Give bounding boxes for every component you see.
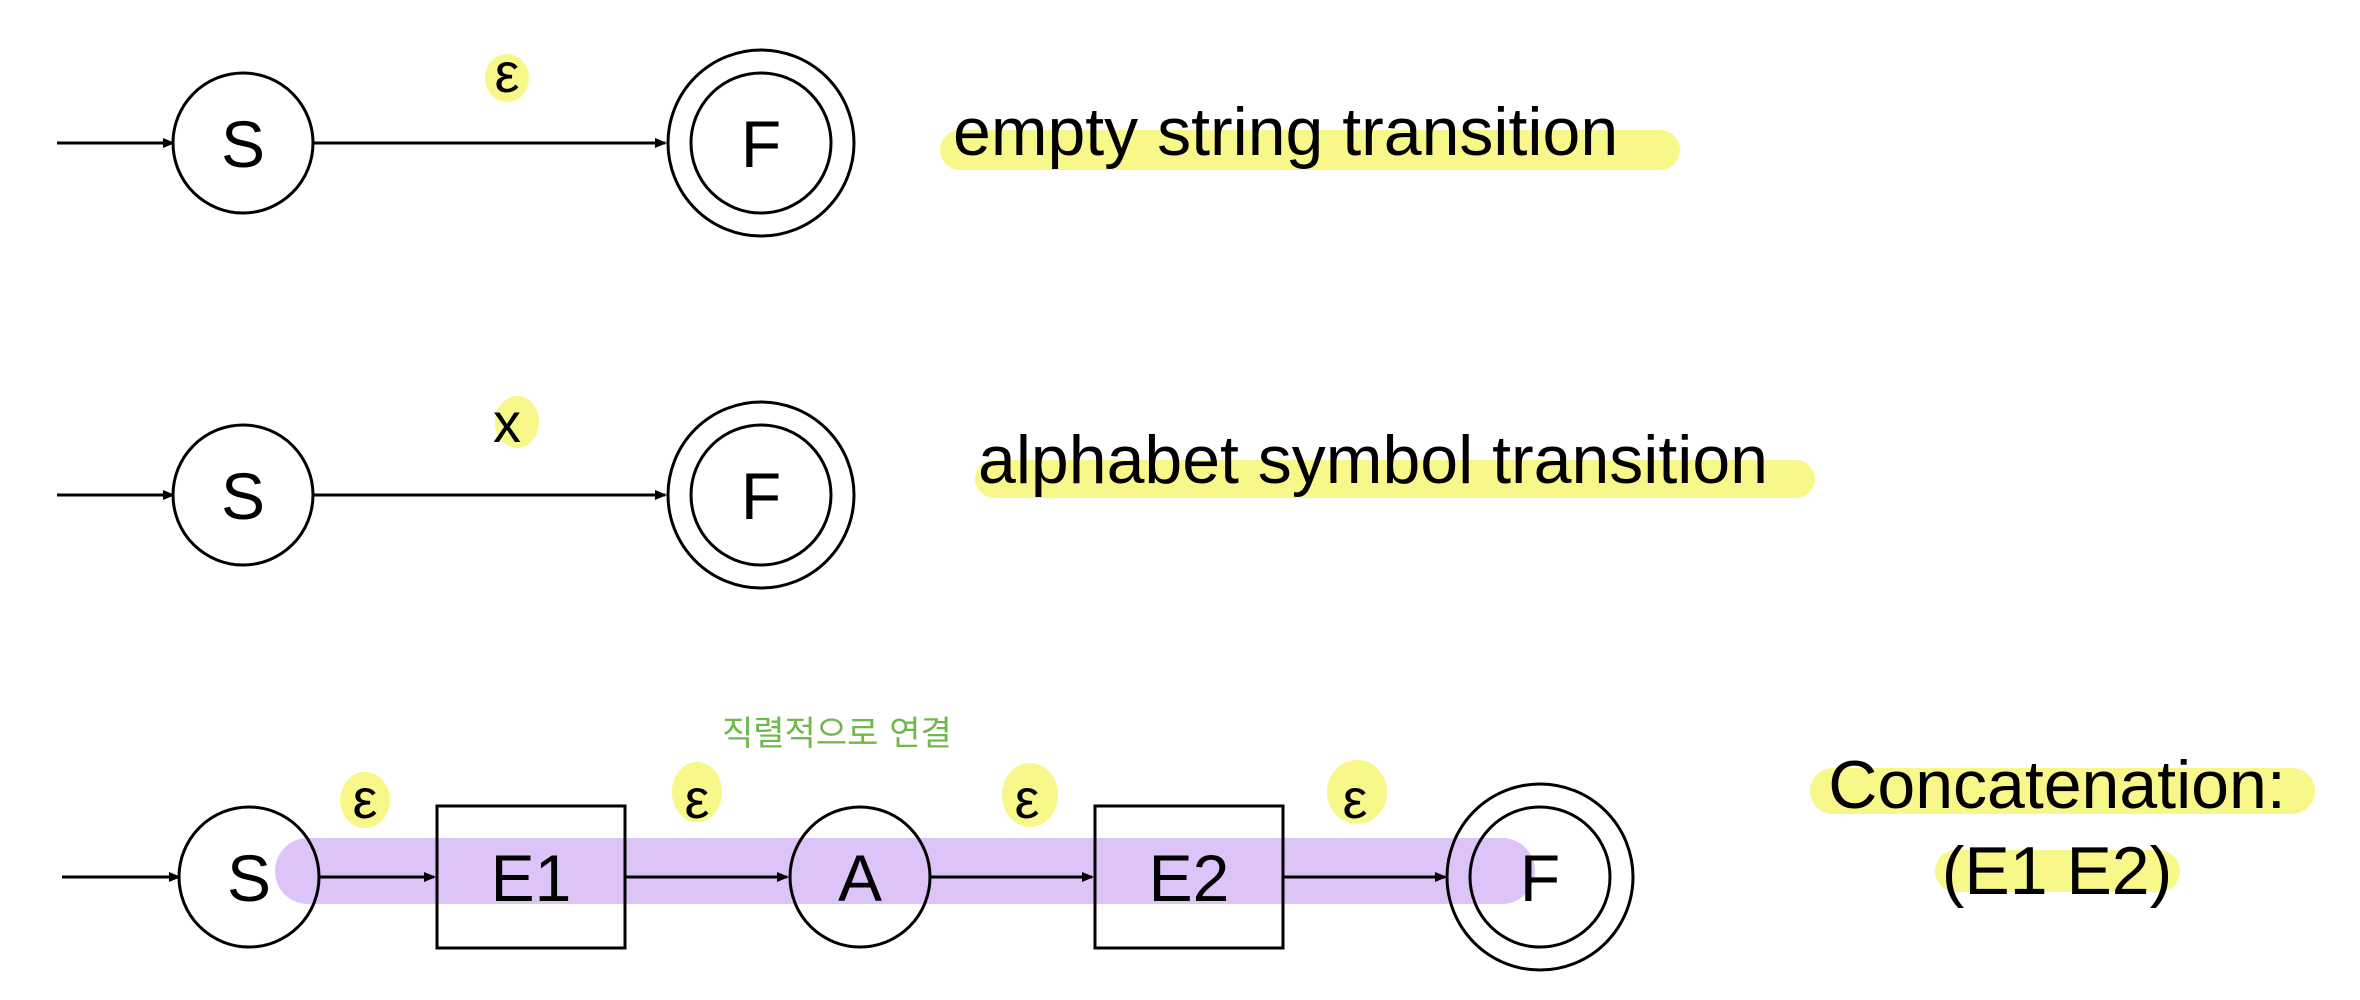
final-state-inner (1468, 805, 1612, 949)
row-empty-string-transition: S ε F empty string transition (57, 41, 1680, 238)
final-state-outer (666, 400, 856, 590)
start-state-label: S (221, 107, 265, 181)
e2-label: E2 (1149, 841, 1230, 915)
edge-label-2: ε (685, 767, 710, 830)
final-state-label: F (741, 459, 781, 533)
description-highlight (940, 130, 1680, 170)
edge-label-3: ε (1015, 767, 1040, 830)
e1-label: E1 (491, 841, 572, 915)
edge-label-1: ε (353, 767, 378, 830)
description: empty string transition (953, 94, 1618, 170)
description-highlight-2 (1935, 850, 2180, 892)
start-state-label: S (221, 459, 265, 533)
final-state-outer (1445, 782, 1635, 972)
mid-state-label: A (838, 841, 882, 915)
edge-label: x (493, 391, 521, 454)
description-highlight-1 (1810, 768, 2315, 814)
final-state-inner (689, 71, 833, 215)
final-state-outer (666, 48, 856, 238)
row-concatenation: 직렬적으로 연결 S ε E1 ε A ε E2 ε F Concatenati… (62, 714, 2315, 972)
edge-label-highlight-4 (1327, 760, 1387, 824)
edge-label-highlight (485, 54, 529, 102)
edge-label-4: ε (1343, 767, 1368, 830)
final-state-inner (689, 423, 833, 567)
edge-label-highlight-2 (672, 762, 722, 822)
description-highlight (975, 460, 1815, 498)
handwritten-note: 직렬적으로 연결 (722, 714, 952, 754)
edge-label: ε (495, 41, 520, 104)
edge-label-highlight-1 (340, 772, 390, 828)
edge-label-highlight-3 (1002, 763, 1058, 827)
path-highlight (275, 838, 1535, 904)
start-state-label: S (227, 841, 271, 915)
description-line-1: Concatenation: (1828, 747, 2285, 823)
final-state-label: F (1520, 841, 1560, 915)
row-alphabet-symbol-transition: S x F alphabet symbol transition (57, 391, 1815, 590)
final-state-label: F (741, 107, 781, 181)
description-line-2: (E1 E2) (1942, 833, 2173, 909)
description: alphabet symbol transition (978, 422, 1768, 498)
edge-label-highlight (495, 396, 539, 448)
